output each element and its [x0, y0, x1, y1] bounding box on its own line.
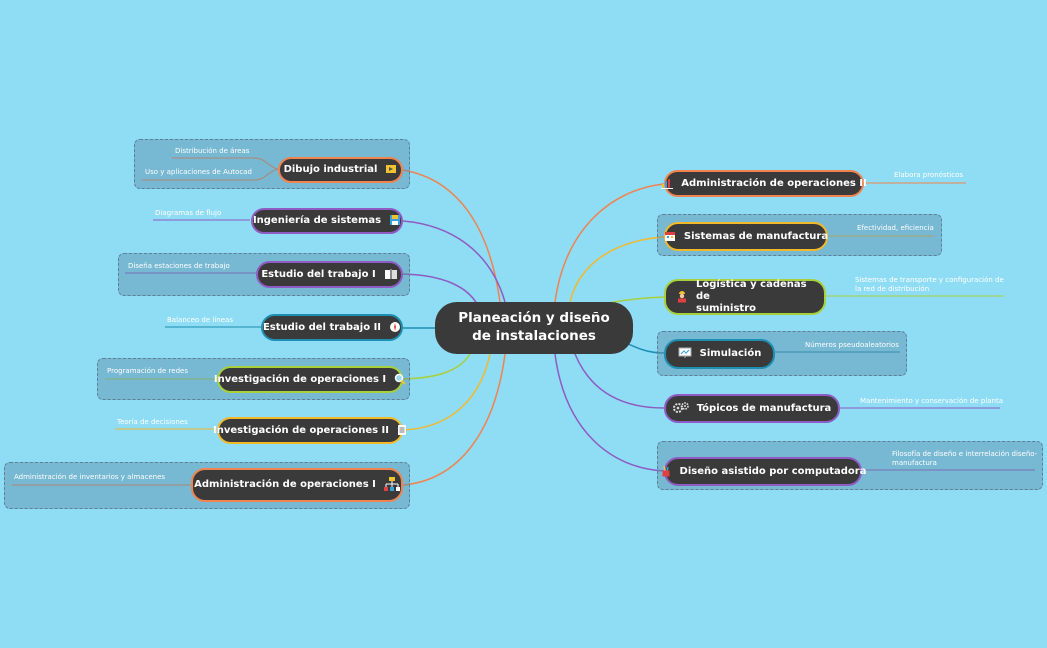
- node-label: Investigación de operaciones I: [213, 373, 387, 385]
- bar-chart-icon: [661, 177, 674, 191]
- leaf-inventarios[interactable]: Administración de inventarios y almacene…: [14, 473, 166, 481]
- link-sistemas-manufactura: [569, 236, 665, 303]
- pen-cup-icon: [660, 465, 672, 479]
- node-label: Sistemas de manufactura: [683, 230, 829, 242]
- link-diseno-asistido: [554, 353, 665, 472]
- node-topicos-manufactura[interactable]: Tópicos de manufactura: [664, 394, 840, 423]
- node-simulacion[interactable]: Simulación: [664, 339, 775, 369]
- leaf-elabora-pronosticos[interactable]: Elabora pronósticos: [894, 171, 964, 179]
- node-label: Simulación: [699, 348, 762, 359]
- leaf-line1: Filosofía de diseño e interrelación dise…: [892, 450, 1038, 458]
- node-administracion-1[interactable]: Administración de operaciones I: [191, 468, 403, 502]
- node-label-line1: Logística y cadenas de: [696, 279, 807, 302]
- leaf-line1: Sistemas de transporte y configuración d…: [855, 276, 1004, 284]
- leaf-teoria-decisiones[interactable]: Teoría de decisiones: [117, 418, 188, 426]
- central-title-line1: Planeación y diseño: [458, 310, 610, 327]
- link-administracion-1: [402, 353, 506, 486]
- node-label: Investigación de operaciones II: [213, 424, 389, 436]
- link-ingenieria-sistemas: [402, 220, 506, 303]
- leaf-distribucion-areas[interactable]: Distribución de áreas: [175, 147, 250, 155]
- node-dibujo-industrial[interactable]: Dibujo industrial: [278, 157, 403, 183]
- link-investigacion-1: [402, 353, 471, 380]
- link-investigacion-2: [402, 353, 491, 431]
- calendar-icon: [664, 230, 676, 244]
- magnifier-icon: [394, 373, 406, 387]
- book-icon: [384, 268, 398, 282]
- film-icon: [385, 163, 397, 177]
- org-chart-icon: [383, 476, 400, 494]
- leaf-line2: la red de distribución: [855, 285, 930, 293]
- node-administracion-2[interactable]: Administración de operaciones II: [661, 170, 867, 197]
- document-icon: [397, 424, 407, 438]
- node-label: Administración de operaciones I: [194, 479, 376, 490]
- leaf-efectividad[interactable]: Efectividad, eficiencia: [857, 224, 934, 232]
- leaf-autocad[interactable]: Uso y aplicaciones de Autocad: [145, 168, 252, 176]
- compass-icon: [389, 321, 401, 335]
- leaf-line2: manufactura: [892, 459, 937, 467]
- node-label: Tópicos de manufactura: [696, 402, 832, 414]
- gears-icon: [672, 401, 689, 416]
- node-sistemas-manufactura[interactable]: Sistemas de manufactura: [664, 222, 828, 251]
- node-label: Administración de operaciones II: [681, 177, 867, 189]
- leaf-mantenimiento[interactable]: Mantenimiento y conservación de planta: [860, 397, 1004, 405]
- node-label-line2: suministro: [696, 303, 756, 314]
- node-label: Estudio del trabajo I: [261, 268, 376, 280]
- node-label: Dibujo industrial: [283, 164, 378, 175]
- leaf-programacion-redes[interactable]: Programación de redes: [107, 367, 188, 375]
- leaf-line-distribucion: [172, 157, 279, 170]
- central-title-line2: de instalaciones: [472, 328, 596, 344]
- worker-icon: [676, 289, 688, 305]
- node-estudio-trabajo-2[interactable]: Estudio del trabajo II: [261, 314, 403, 341]
- leaf-numeros-pseudoaleatorios[interactable]: Números pseudoaleatorios: [805, 341, 899, 349]
- node-investigacion-2[interactable]: Investigación de operaciones II: [213, 417, 406, 444]
- node-label: Estudio del trabajo II: [262, 321, 382, 333]
- node-investigacion-1[interactable]: Investigación de operaciones I: [213, 366, 406, 393]
- node-estudio-trabajo-1[interactable]: Estudio del trabajo I: [256, 261, 403, 288]
- node-label: Ingeniería de sistemas: [252, 215, 382, 226]
- leaf-line-autocad: [142, 168, 279, 181]
- leaf-diagramas-flujo[interactable]: Diagramas de flujo: [155, 209, 222, 217]
- presentation-icon: [678, 347, 692, 361]
- leaf-disena-estaciones[interactable]: Diseña estaciones de trabajo: [128, 262, 230, 270]
- node-ingenieria-sistemas[interactable]: Ingeniería de sistemas: [251, 208, 403, 234]
- node-diseno-asistido[interactable]: Diseño asistido por computadora: [662, 457, 866, 486]
- leaf-filosofia-diseno[interactable]: Filosofía de diseño e interrelación dise…: [892, 450, 1037, 468]
- leaf-balanceo-lineas[interactable]: Balanceo de líneas: [167, 316, 233, 324]
- link-administracion-2: [554, 183, 665, 303]
- node-label: Diseño asistido por computadora: [679, 465, 867, 477]
- leaf-sistemas-transporte[interactable]: Sistemas de transporte y configuración d…: [855, 276, 1004, 294]
- link-topicos: [574, 353, 665, 409]
- floppy-icon: [389, 214, 401, 228]
